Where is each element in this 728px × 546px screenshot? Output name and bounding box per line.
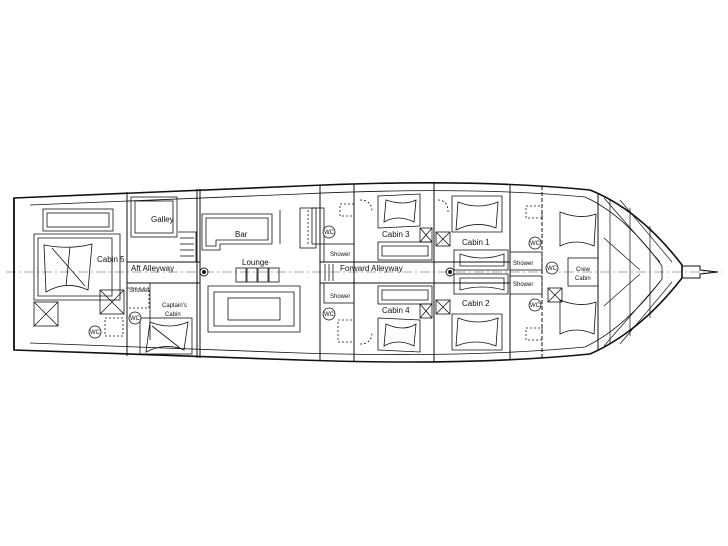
label-crew-cabin-2: Cabin	[575, 276, 591, 282]
label-shower-aft: Shower	[129, 288, 149, 294]
fore-peak-lattice	[603, 197, 673, 347]
wc-captains: WC	[128, 311, 142, 325]
wc-symbols: WC WC WC WC WC WC WC	[88, 225, 559, 339]
label-cabin1: Cabin 1	[462, 238, 490, 247]
mid-heads-furniture	[311, 203, 355, 343]
galley-furniture	[130, 196, 197, 263]
label-aft-alleyway: Aft Alleyway	[131, 264, 174, 273]
wc-fwd-bottom: WC	[528, 298, 542, 312]
label-cabin5: Cabin 5	[97, 255, 125, 264]
label-forward-alleyway: Forward Alleyway	[340, 264, 403, 273]
wc-fwd-top: WC	[528, 236, 542, 250]
wc-cabin5: WC	[88, 325, 102, 339]
label-captains-cabin-2: Cabin	[165, 312, 181, 318]
svg-text:WC: WC	[530, 303, 541, 309]
bulkheads	[126, 183, 599, 362]
label-shower-fwd-bottom: Shower	[513, 282, 533, 288]
svg-text:WC: WC	[324, 312, 335, 318]
label-cabin4: Cabin 4	[382, 306, 410, 315]
label-lounge: Lounge	[242, 258, 269, 267]
label-crew-cabin-1: Crew	[576, 267, 591, 273]
label-cabin3: Cabin 3	[382, 230, 410, 239]
captains-cabin-furniture	[126, 283, 193, 355]
label-shower-mid-top: Shower	[330, 252, 350, 258]
label-shower-fwd-top: Shower	[513, 261, 533, 267]
bowsprit	[682, 265, 719, 279]
wc-fwd-mid: WC	[545, 261, 559, 275]
label-shower-mid-bottom: Shower	[330, 294, 350, 300]
label-cabin2: Cabin 2	[462, 299, 490, 308]
wc-mid-bottom: WC	[322, 307, 336, 321]
masts	[199, 267, 455, 277]
label-captains-cabin-1: Captain's	[162, 303, 187, 309]
svg-text:WC: WC	[130, 316, 141, 322]
lounge-furniture	[201, 207, 317, 333]
hull-inner-line	[29, 190, 663, 355]
label-bar: Bar	[235, 230, 248, 239]
svg-text:WC: WC	[324, 230, 335, 236]
cabin1-2-furniture	[435, 195, 509, 351]
room-labels: Cabin 5 Galley Bar Aft Alleyway Lounge S…	[97, 215, 591, 318]
svg-text:WC: WC	[530, 241, 541, 247]
wc-mid-top: WC	[322, 225, 336, 239]
label-galley: Galley	[151, 215, 174, 224]
svg-text:WC: WC	[547, 266, 558, 272]
forward-furniture	[509, 205, 599, 341]
cabin3-4-furniture	[359, 193, 433, 353]
cabin5-furniture	[33, 208, 125, 337]
svg-text:WC: WC	[90, 330, 101, 336]
